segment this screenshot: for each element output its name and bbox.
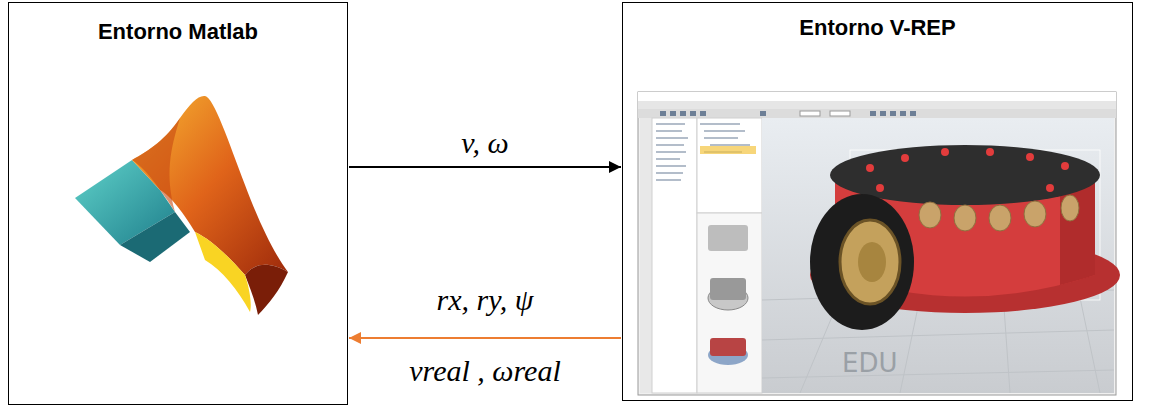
signal-label: vreal , ωreal xyxy=(405,354,564,387)
box-title: Entorno Matlab xyxy=(9,19,347,45)
signal-label: v, ω xyxy=(457,126,512,159)
matlab-logo xyxy=(75,96,288,315)
box-title: Entorno V-REP xyxy=(623,15,1132,41)
watermark: EDU xyxy=(842,348,897,378)
environment-box: Entorno Matlab xyxy=(8,2,348,405)
signal-arrow xyxy=(349,337,621,339)
signal-label: rx, ry, ψ xyxy=(433,283,538,316)
signal-arrow xyxy=(349,166,621,168)
environment-box: Entorno V-REP xyxy=(622,2,1133,401)
vrep-screenshot xyxy=(638,92,1120,395)
